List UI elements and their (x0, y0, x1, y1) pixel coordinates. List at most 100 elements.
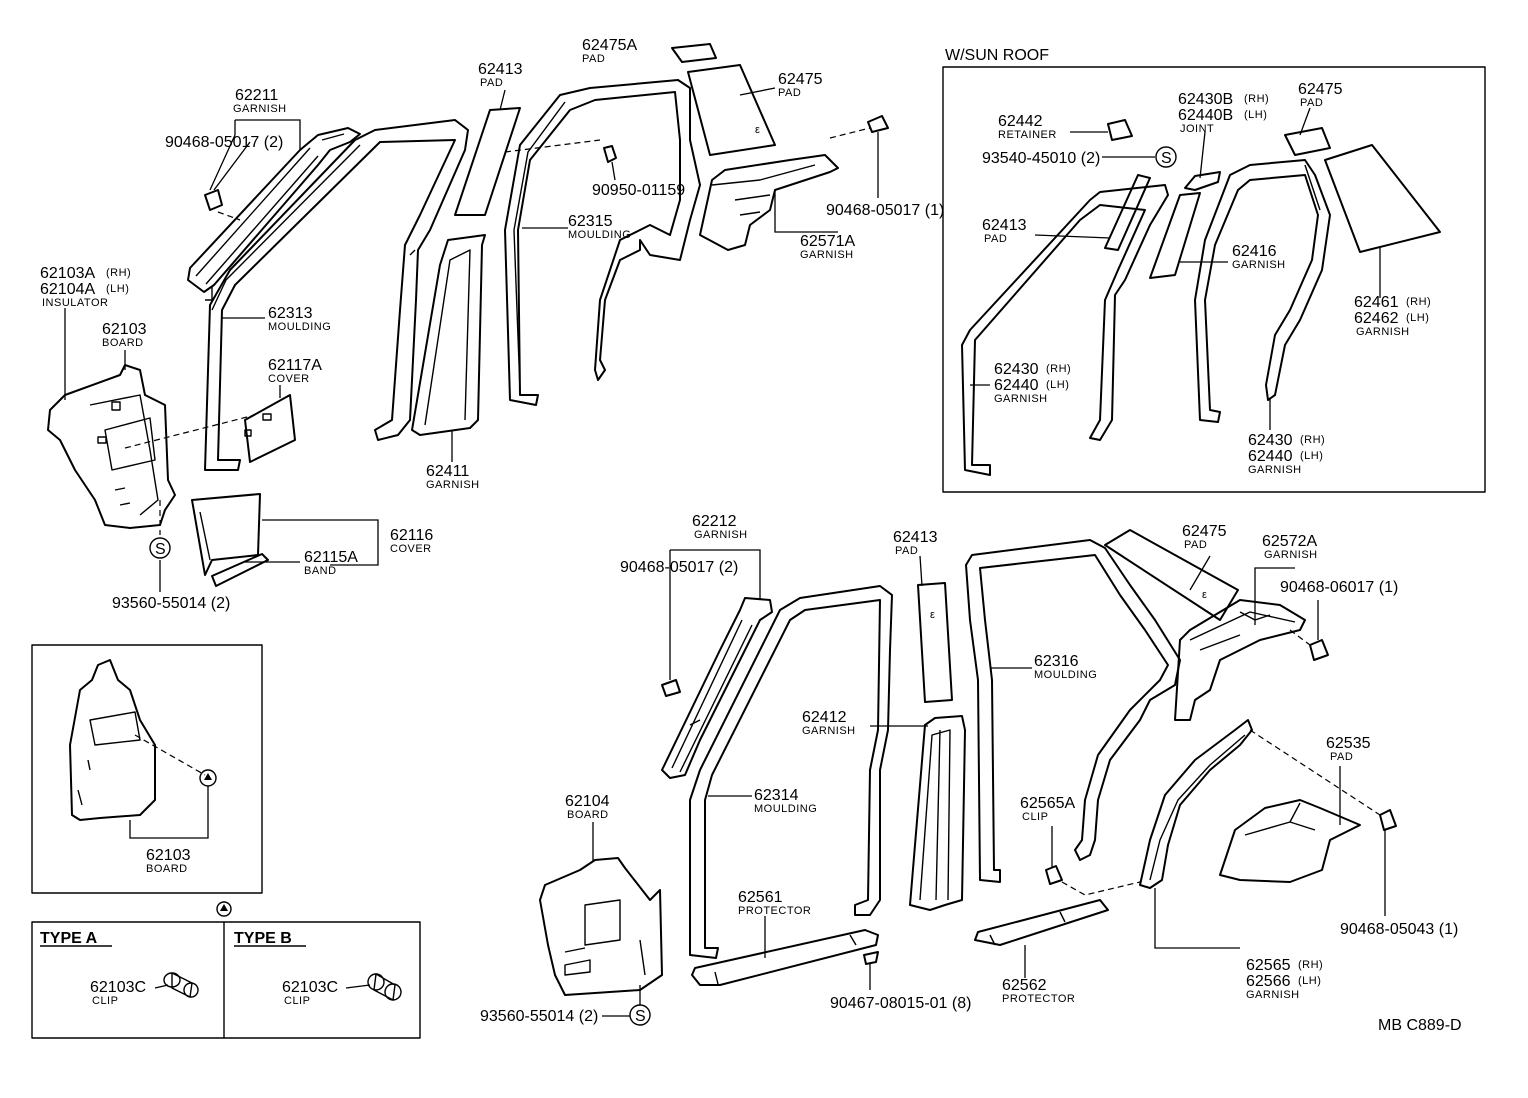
desc-62413: PAD (480, 77, 503, 89)
part-62103-board-shape (47, 364, 176, 529)
label-62316: 62316 (1034, 653, 1079, 670)
desc-62117A: COVER (268, 373, 310, 385)
leader-inset-62103 (129, 786, 209, 839)
desc-62103C-a: CLIP (92, 995, 118, 1007)
label-90950: 90950-01159 (592, 182, 685, 199)
label-62103A: 62103A (40, 265, 95, 282)
desc-62103C-b: CLIP (284, 995, 310, 1007)
leader-62103C-a (154, 984, 169, 989)
part-62115A-band-shape (211, 553, 269, 587)
part-62116-cover-shape (191, 493, 261, 576)
label-90468-05017-2a: 90468-05017 (2) (165, 134, 283, 151)
desc-62116: COVER (390, 543, 432, 555)
sunroof-62475-pad (1284, 127, 1331, 156)
label-62571A: 62571A (800, 233, 855, 250)
part-62412-garnish-shape (909, 715, 966, 911)
svg-text:S: S (635, 1008, 646, 1025)
rh-62430-a: (RH) (1046, 363, 1071, 375)
s-mark-upper-left: S (149, 537, 171, 559)
label-62475-low: 62475 (1182, 523, 1227, 540)
type-a-title: TYPE A (40, 930, 98, 947)
desc-62115A: BAND (304, 565, 337, 577)
dashed-arch-a (1061, 881, 1141, 896)
leader-62116 (245, 519, 379, 566)
s-mark-sunroof: S (1155, 146, 1177, 168)
sunroof-62430-garnish-a (961, 184, 1169, 476)
lh-62462: (LH) (1406, 312, 1429, 324)
type-triangle-mark (220, 904, 228, 911)
leader-93560-b (602, 985, 641, 1017)
label-90468-05043: 90468-05043 (1) (1340, 921, 1458, 938)
leader-62413-sr (1034, 234, 1111, 239)
sunroof-62461-garnish (1324, 144, 1441, 253)
svg-text:ε: ε (1202, 589, 1207, 601)
desc-62430-a: GARNISH (994, 393, 1048, 405)
part-62316-moulding-shape (965, 539, 1181, 883)
desc-62572A: GARNISH (1264, 549, 1318, 561)
desc-62475-sr: PAD (1300, 97, 1323, 109)
desc-62413-low: PAD (895, 545, 918, 557)
desc-62412: GARNISH (802, 725, 856, 737)
svg-text:S: S (155, 541, 166, 558)
label-62314: 62314 (754, 787, 799, 804)
screw-90467-shape (863, 951, 879, 965)
rh-62103A: (RH) (106, 267, 131, 279)
leader-62430B (1199, 131, 1206, 179)
label-62412: 62412 (802, 709, 847, 726)
label-62313: 62313 (268, 305, 313, 322)
leader-90950 (611, 161, 616, 181)
desc-62314: MOULDING (754, 803, 817, 815)
lh-62566: (LH) (1298, 975, 1321, 987)
rh-62461: (RH) (1406, 296, 1431, 308)
clip-90468-c-shape (661, 679, 681, 697)
desc-62475A: PAD (582, 53, 605, 65)
desc-62411: GARNISH (426, 479, 480, 491)
leader-62565 (1154, 888, 1240, 949)
s-mark-lower: S (629, 1004, 651, 1026)
lh-62440B: (LH) (1244, 109, 1267, 121)
part-62104-board-shape (539, 857, 663, 996)
leader-62212 (669, 549, 761, 680)
desc-62430B: JOINT (1180, 123, 1214, 135)
leader-90468-a (213, 141, 251, 191)
dashed-arch-c (1289, 629, 1311, 646)
part-62117A-cover-shape (244, 394, 296, 463)
label-62430-b: 62430 (1248, 432, 1293, 449)
clip-62565A-shape (1045, 865, 1063, 885)
label-62440B: 62440B (1178, 107, 1233, 124)
label-62413-low: 62413 (893, 529, 938, 546)
sunroof-62430-garnish-b (1194, 159, 1331, 423)
label-62416: 62416 (1232, 243, 1277, 260)
label-62566: 62566 (1246, 973, 1291, 990)
label-62212: 62212 (692, 513, 737, 530)
label-62561: 62561 (738, 889, 783, 906)
assembly-line-d (504, 139, 601, 153)
ref-code: MB C889-D (1378, 1017, 1462, 1034)
label-93560-a: 93560-55014 (2) (112, 595, 230, 612)
part-62212-garnish-shape (661, 597, 773, 779)
label-62572A: 62572A (1262, 533, 1317, 550)
leader-62571A (774, 190, 838, 233)
desc-62313: MOULDING (268, 321, 331, 333)
label-90468-05017-2b: 90468-05017 (2) (620, 559, 738, 576)
label-62430-a: 62430 (994, 361, 1039, 378)
part-62571A-garnish-shape (699, 154, 839, 251)
desc-62104: BOARD (567, 809, 609, 821)
part-62572A-garnish-shape (1174, 599, 1306, 721)
desc-62442: RETAINER (998, 129, 1057, 141)
label-62475-sr: 62475 (1298, 81, 1343, 98)
desc-62461: GARNISH (1356, 326, 1410, 338)
label-62115A: 62115A (304, 549, 358, 566)
leader-62572A (1254, 567, 1295, 625)
label-62211: 62211 (235, 87, 278, 104)
board-inset-frame (31, 644, 263, 894)
desc-62103A: INSULATOR (42, 297, 108, 309)
clip-90468-e-shape (1379, 809, 1397, 831)
label-62440-b: 62440 (1248, 448, 1293, 465)
type-b-title: TYPE B (234, 930, 292, 947)
svg-text:ε: ε (755, 124, 760, 136)
label-62103C-b: 62103C (282, 979, 338, 996)
desc-62475-low: PAD (1184, 539, 1207, 551)
clip-90468-d-shape (1309, 639, 1329, 661)
inset-assembly-line (134, 734, 206, 776)
